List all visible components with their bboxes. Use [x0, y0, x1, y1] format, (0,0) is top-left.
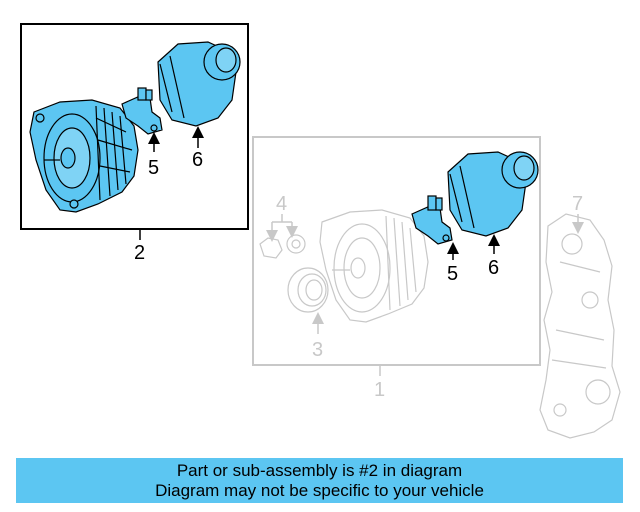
- regulator-highlight: [121, 87, 163, 135]
- callout-4[interactable]: 4: [276, 193, 287, 215]
- callout-1[interactable]: 1: [374, 379, 385, 401]
- nut-washer-ghost: [259, 234, 306, 259]
- callout-6-box: 6: [192, 149, 203, 171]
- cover-highlight: [157, 41, 241, 127]
- regulator-main: [411, 195, 453, 245]
- callout-3[interactable]: 3: [312, 339, 323, 361]
- leader-line-4: [266, 214, 298, 242]
- alternator-ghost: [319, 209, 429, 323]
- banner-line-2: Diagram may not be specific to your vehi…: [155, 480, 484, 500]
- bracket-ghost: [539, 213, 621, 439]
- callout-5[interactable]: 5: [447, 263, 458, 285]
- alternator-highlight: [29, 99, 139, 213]
- banner-line-1: Part or sub-assembly is #2 in diagram: [176, 460, 463, 480]
- assembly-2-box[interactable]: 5 6: [20, 23, 249, 230]
- assembly-1-frame: [252, 136, 541, 366]
- pulley-ghost: [287, 267, 329, 313]
- callout-5-box: 5: [148, 157, 159, 179]
- callout-6[interactable]: 6: [488, 257, 499, 279]
- callout-2[interactable]: 2: [134, 242, 145, 264]
- cover-main: [447, 151, 539, 237]
- info-banner: Part or sub-assembly is #2 in diagram Di…: [16, 458, 623, 503]
- callout-7[interactable]: 7: [572, 193, 583, 215]
